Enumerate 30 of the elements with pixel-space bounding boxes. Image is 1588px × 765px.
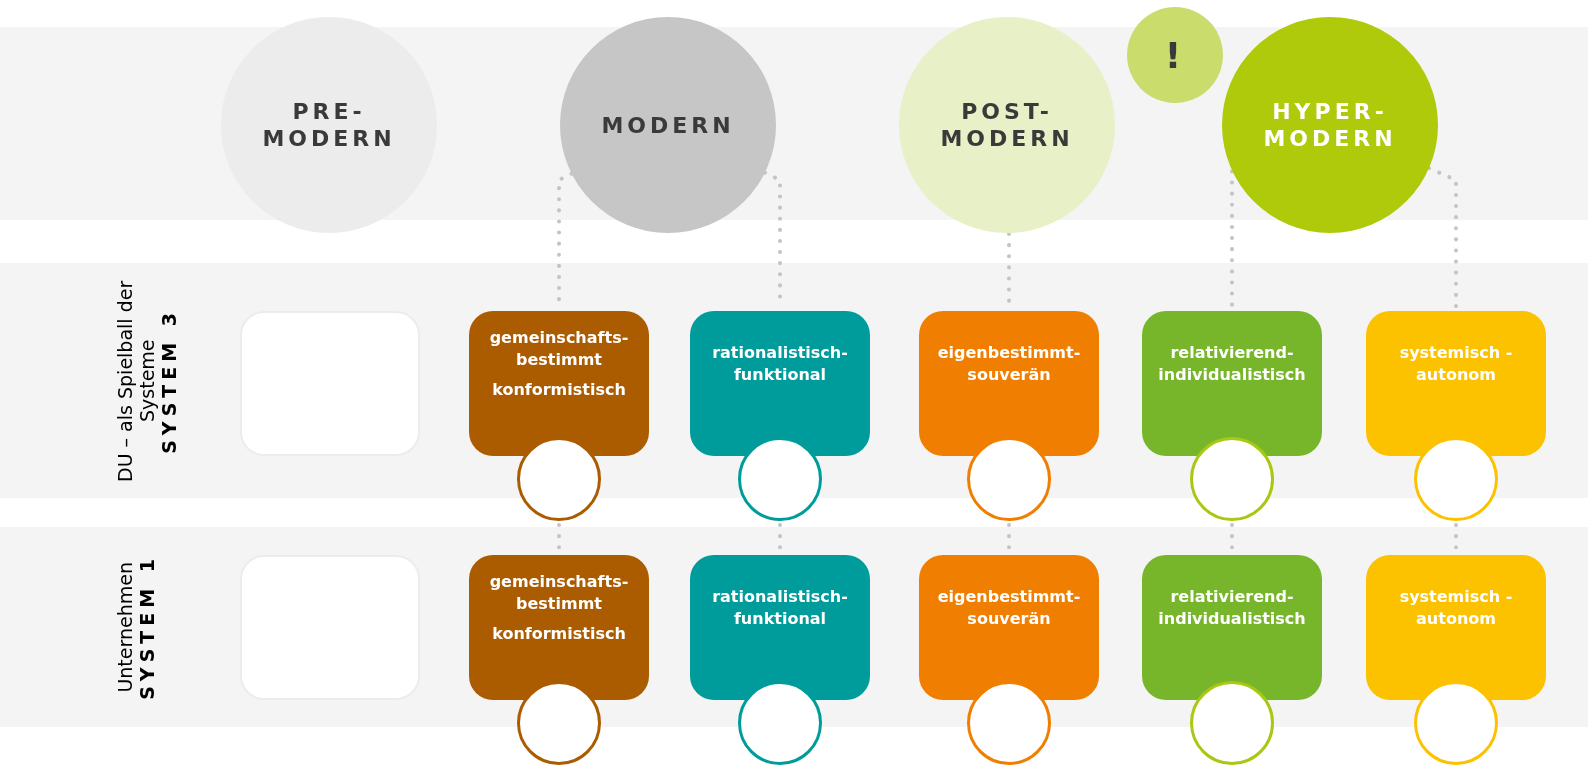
box-label: eigenbestimmt- souverän: [936, 585, 1082, 630]
box-label: gemeinschafts- bestimmt: [488, 570, 630, 615]
box-label: relativierend- individualistisch: [1157, 585, 1307, 630]
category-box: [1142, 311, 1322, 456]
category-box: [919, 311, 1099, 456]
category-box: [690, 311, 870, 456]
row-subtitle: DU – als Spielball der Systeme: [114, 278, 158, 484]
row-band: [0, 263, 1588, 498]
category-box: [919, 555, 1099, 700]
dotted-line: [1230, 169, 1234, 309]
category-box: [469, 311, 649, 456]
box-label: systemisch - autonom: [1398, 341, 1514, 386]
row-title: SYSTEM 1: [136, 554, 158, 700]
category-box: [1142, 555, 1322, 700]
row-title: SYSTEM 3: [158, 307, 180, 454]
row-subtitle: Unternehmen: [114, 561, 136, 693]
box-label: gemeinschafts- bestimmt: [488, 326, 630, 371]
category-box: [1366, 311, 1546, 456]
box-label: konformistisch: [492, 622, 626, 645]
box-label: rationalistisch- funktional: [711, 341, 849, 386]
category-box: [469, 555, 649, 700]
box-label: systemisch - autonom: [1398, 585, 1514, 630]
category-box: [690, 555, 870, 700]
box-label: konformistisch: [492, 378, 626, 401]
box-label: eigenbestimmt- souverän: [936, 341, 1082, 386]
row-band: [0, 527, 1588, 727]
box-label: rationalistisch- funktional: [711, 585, 849, 630]
dotted-line: [1427, 166, 1458, 309]
box-label: relativierend- individualistisch: [1157, 341, 1307, 386]
category-box: [1366, 555, 1546, 700]
